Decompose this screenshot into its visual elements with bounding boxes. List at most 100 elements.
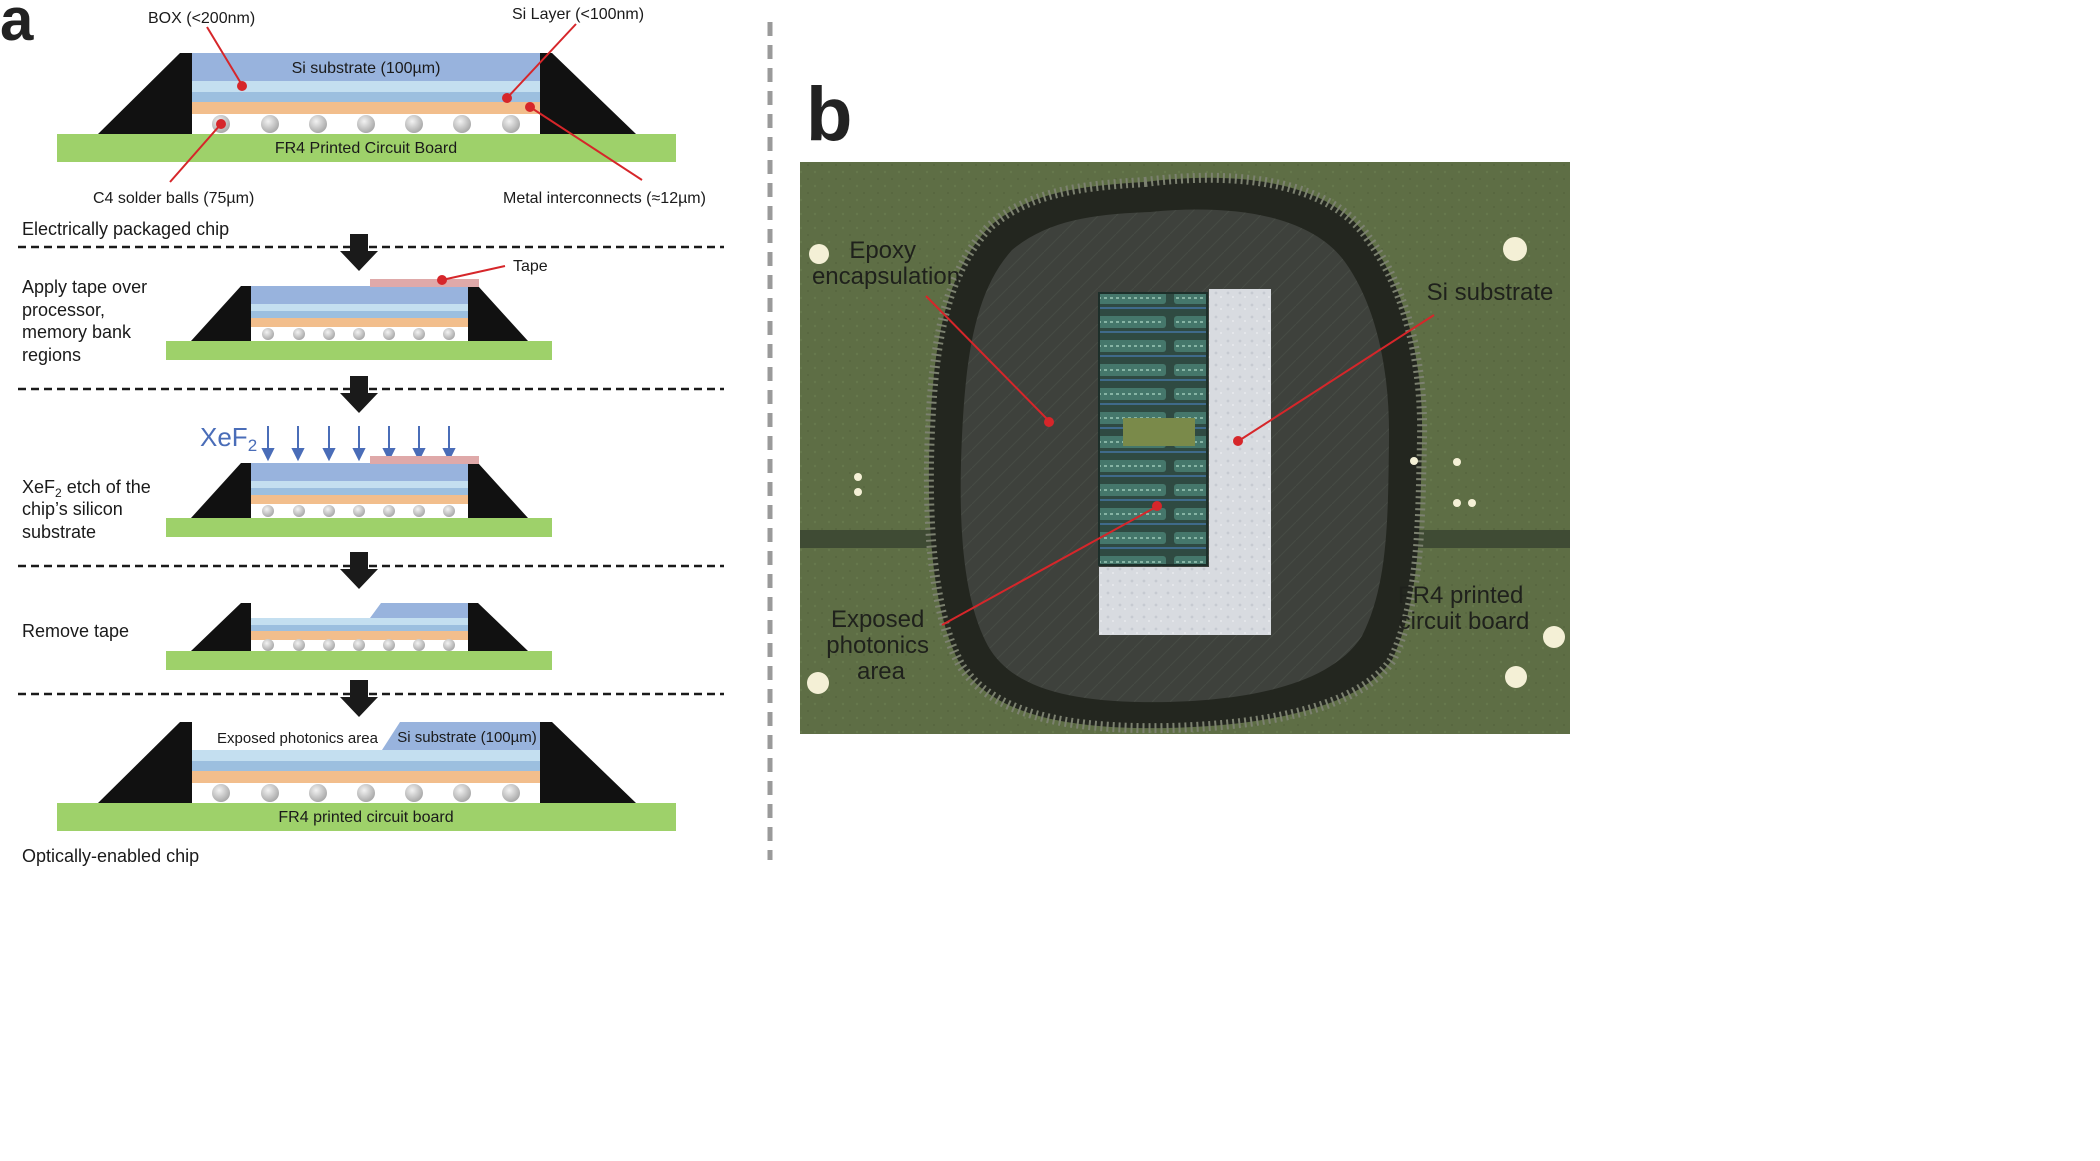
solder-ball <box>453 115 471 133</box>
pcb-pad <box>1543 626 1565 648</box>
pcb-label: FR4 printed circuit board <box>278 809 453 826</box>
pcb-board <box>166 341 552 360</box>
mold-compound-left <box>191 286 251 341</box>
epoxy-label-line: Epoxy <box>849 237 916 264</box>
solder-ball <box>212 784 230 802</box>
solder-ball <box>262 639 274 651</box>
down-arrow-icon <box>340 552 378 589</box>
solder-ball <box>443 505 455 517</box>
step2-line: regions <box>22 345 81 365</box>
solder-ball <box>262 505 274 517</box>
etch-arrow-icon <box>382 426 396 462</box>
stack-diagram-optical: Exposed photonics area Si substrate (100… <box>57 722 676 831</box>
callout-line-exposed <box>941 506 1157 626</box>
fr4-label-line: circuit board <box>1399 608 1530 635</box>
mold-compound-left <box>98 722 192 803</box>
callout-line-si <box>1239 314 1435 441</box>
etch-arrow-icon <box>412 426 426 462</box>
solder-ball <box>502 784 520 802</box>
c4-solder-balls <box>262 505 455 517</box>
callout-line-epoxy <box>925 295 1049 421</box>
stack-diagram-tape-removed <box>166 603 552 670</box>
solder-ball <box>323 639 335 651</box>
solder-ball <box>353 505 365 517</box>
fr4-label-line: FR4 printed <box>1398 582 1523 609</box>
pcb-pad <box>807 672 829 694</box>
solder-ball <box>413 639 425 651</box>
si-substrate-label: Si substrate (100µm) <box>292 60 441 77</box>
stack-diagram-electrical: Si substrate (100µm) FR4 Printed Circuit… <box>57 6 706 207</box>
mold-compound-left <box>98 53 192 134</box>
callout-dot-si-layer <box>502 93 512 103</box>
etch-arrow-icon <box>291 426 305 462</box>
si-layer <box>251 311 468 318</box>
step2-label: Apply tape over processor, memory bank r… <box>22 277 152 365</box>
stack-diagram-etch <box>166 456 552 537</box>
step3-line-1: XeF2 etch of the <box>22 477 151 500</box>
step4-label: Remove tape <box>22 621 129 641</box>
step2-line: processor, <box>22 300 105 320</box>
box-layer <box>251 618 468 625</box>
down-arrow-icon <box>340 234 378 271</box>
solder-ball <box>261 784 279 802</box>
callout-dot-si <box>1233 436 1243 446</box>
solder-ball <box>293 328 305 340</box>
solder-ball <box>309 115 327 133</box>
metal-interconnect-layer <box>251 495 468 504</box>
callout-dot-tape <box>437 275 447 285</box>
exposed-label-line: photonics <box>826 632 929 659</box>
solder-ball <box>453 784 471 802</box>
solder-ball <box>383 639 395 651</box>
fr4-photo-label: FR4 printed circuit board <box>1398 582 1530 635</box>
tape-callout-label: Tape <box>513 258 548 275</box>
callout-line-tape <box>441 265 506 281</box>
down-arrow-icon <box>340 680 378 717</box>
c4-solder-balls <box>212 115 520 133</box>
callout-line-metal <box>529 106 643 181</box>
solder-ball <box>293 639 305 651</box>
c4-solder-balls <box>262 328 455 340</box>
etch-arrow-icon <box>442 426 456 462</box>
metal-interconnect-layer <box>251 631 468 640</box>
step2-line: memory bank <box>22 322 132 342</box>
photonics-chip-detail <box>1123 418 1195 446</box>
si-substrate-remaining <box>382 722 540 750</box>
exposed-photo-label: Exposed photonics area <box>826 606 935 685</box>
pcb-pad <box>854 488 862 496</box>
pcb-label: FR4 Printed Circuit Board <box>275 140 457 157</box>
down-arrow-icon <box>340 376 378 413</box>
pcb-pad <box>1505 666 1527 688</box>
si-substrate-label: Si substrate (100µm) <box>397 729 537 746</box>
callout-line-c4 <box>169 123 222 183</box>
mold-compound-left <box>191 603 251 651</box>
exposed-photonics-label: Exposed photonics area <box>217 730 379 747</box>
xef2-label: XeF2 <box>200 422 257 455</box>
pcb-board <box>57 803 676 831</box>
si-substrate-remaining <box>370 603 468 618</box>
box-callout-label: BOX (<200nm) <box>148 10 255 27</box>
solder-ball <box>353 639 365 651</box>
mold-compound-right <box>540 722 636 803</box>
panel-b-label: b <box>806 72 852 157</box>
pcb-pad <box>1453 458 1461 466</box>
solder-ball <box>443 639 455 651</box>
pcb-pad <box>1468 499 1476 507</box>
step2-line: Apply tape over <box>22 277 147 297</box>
si-layer-callout-label: Si Layer (<100nm) <box>512 6 644 23</box>
si-layer <box>251 625 468 631</box>
tape-strip <box>370 279 479 287</box>
solder-ball <box>443 328 455 340</box>
pcb-pads <box>807 237 1565 694</box>
solder-ball <box>502 115 520 133</box>
solder-ball <box>405 115 423 133</box>
step3-rest: etch of the <box>62 477 151 497</box>
callout-dot-exposed <box>1152 501 1162 511</box>
callout-line-si-layer <box>506 23 577 99</box>
micrograph-photo: Epoxy encapsulation Si substrate Exposed… <box>800 162 1570 734</box>
xef2-subscript: 2 <box>248 436 257 455</box>
epoxy-label: Epoxy encapsulation <box>812 237 960 290</box>
si-layer <box>251 488 468 495</box>
tape-strip <box>370 456 479 464</box>
solder-ball <box>323 328 335 340</box>
etch-arrow-icon <box>322 426 336 462</box>
